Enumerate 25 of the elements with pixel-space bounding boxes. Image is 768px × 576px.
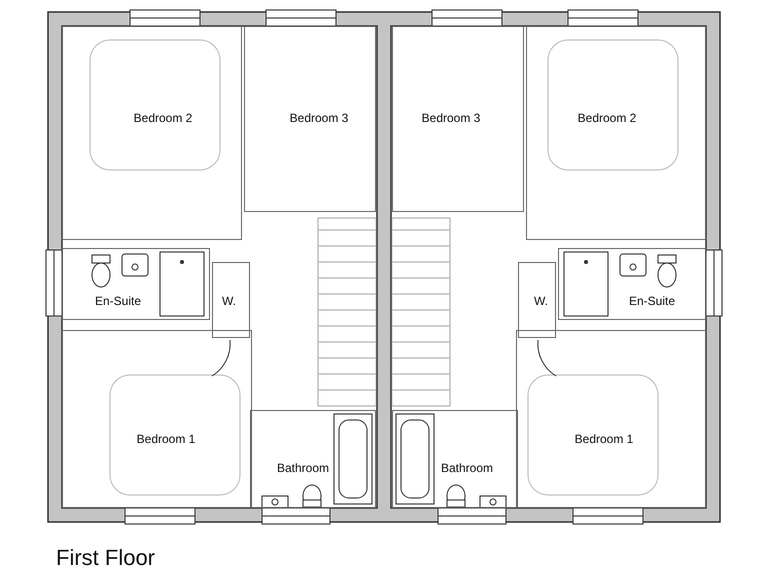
room-area (558, 248, 706, 320)
room-name: Bedroom 3 (290, 111, 348, 125)
room-name: Bedroom 1 (574, 432, 634, 446)
room-area (526, 26, 706, 240)
room-area (212, 262, 250, 338)
caption: First Floor (56, 545, 155, 571)
room-name: Bedroom 2 (578, 111, 636, 125)
room-name: En-Suite (628, 294, 676, 308)
room-area (250, 410, 376, 508)
room-name: W. (222, 294, 236, 308)
room-area (392, 410, 518, 508)
room-name: En-Suite (94, 294, 142, 308)
room-area (392, 26, 524, 212)
room-name: Bedroom 2 (134, 111, 192, 125)
room-area (62, 330, 252, 508)
room-name: W. (534, 294, 548, 308)
room-name: Bedroom 3 (422, 111, 480, 125)
room-area (516, 330, 706, 508)
room-area (62, 26, 242, 240)
room-area (244, 26, 376, 212)
room-name: Bathroom (440, 461, 494, 475)
room-name: Bathroom (276, 461, 330, 475)
room-name: Bedroom 1 (136, 432, 196, 446)
room-area (518, 262, 556, 338)
room-area (62, 248, 210, 320)
